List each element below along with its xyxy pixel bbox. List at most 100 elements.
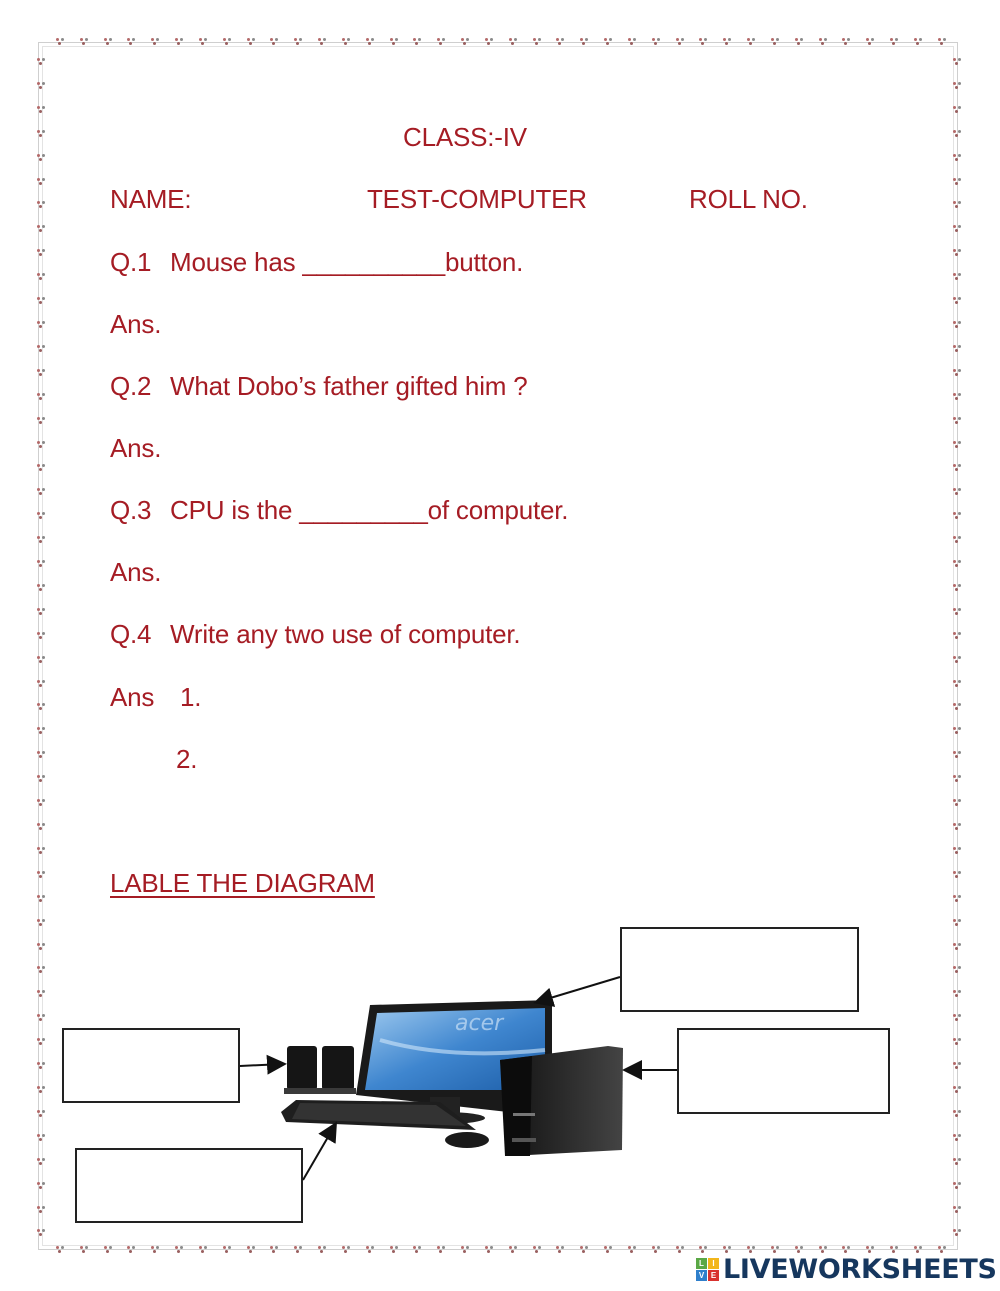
border-clover-icon (953, 1205, 961, 1214)
speakers-icon (284, 1046, 356, 1094)
border-clover-icon (604, 38, 612, 46)
border-clover-icon (37, 799, 45, 807)
border-clover-icon (246, 1246, 255, 1254)
border-clover-icon (842, 38, 850, 46)
border-clover-icon (953, 823, 961, 831)
border-clover-icon (953, 440, 961, 449)
border-clover-icon (37, 823, 45, 831)
border-clover-icon (953, 631, 961, 640)
label-box-monitor[interactable] (620, 927, 859, 1012)
border-clover-icon (37, 727, 45, 735)
border-clover-icon (866, 38, 874, 46)
label-box-keyboard[interactable] (75, 1148, 303, 1223)
liveworksheets-brand[interactable]: L I V E LIVEWORKSHEETS (696, 1254, 997, 1285)
border-clover-icon (953, 105, 961, 114)
border-clover-icon (341, 38, 350, 46)
border-clover-icon (508, 38, 517, 46)
border-clover-icon (365, 38, 374, 46)
border-clover-icon (699, 1246, 707, 1254)
border-clover-icon (198, 1246, 207, 1254)
arrow-to-speakers (239, 1054, 287, 1075)
border-clover-icon (37, 751, 45, 759)
border-clover-icon (413, 1246, 421, 1254)
border-clover-icon (56, 1246, 64, 1254)
border-clover-icon (37, 894, 45, 903)
border-clover-icon (953, 392, 961, 401)
border-clover-icon (913, 38, 922, 46)
border-clover-icon (37, 344, 45, 353)
border-clover-icon (723, 38, 731, 46)
question-1-text: Mouse has __________button. (170, 247, 524, 277)
page-border (38, 42, 958, 1250)
border-clover-icon (318, 1246, 326, 1254)
border-clover-icon (37, 105, 45, 114)
border-clover-icon (627, 1246, 636, 1254)
border-clover-icon (747, 1246, 755, 1254)
border-clover-icon (484, 1246, 493, 1254)
border-clover-icon (889, 1246, 898, 1254)
border-clover-icon (37, 368, 45, 377)
test-title: TEST-COMPUTER (367, 184, 587, 214)
border-clover-icon (953, 1038, 961, 1046)
border-clover-icon (953, 297, 961, 305)
border-clover-icon (222, 38, 231, 46)
border-clover-icon (56, 38, 64, 46)
border-clover-icon (37, 536, 45, 544)
border-clover-icon (37, 918, 45, 927)
border-clover-icon (37, 990, 45, 998)
border-clover-icon (151, 1246, 159, 1254)
arrow-to-monitor (533, 976, 621, 1007)
border-clover-icon (953, 536, 961, 544)
border-clover-icon (953, 368, 961, 377)
border-clover-icon (37, 942, 45, 951)
border-clover-icon (747, 38, 755, 46)
border-clover-icon (79, 38, 88, 46)
border-clover-icon (953, 225, 961, 233)
border-clover-icon (953, 201, 961, 209)
border-clover-icon (37, 583, 45, 592)
border-clover-icon (675, 1246, 684, 1254)
label-box-speakers[interactable] (62, 1028, 240, 1103)
border-clover-icon (461, 1246, 469, 1254)
border-clover-icon (953, 488, 961, 496)
border-clover-icon (37, 1181, 45, 1190)
border-clover-icon (37, 1157, 45, 1166)
border-clover-icon (484, 38, 493, 46)
border-clover-icon (437, 1246, 445, 1254)
border-clover-icon (953, 846, 961, 855)
question-4-number: Q.4 (110, 619, 152, 649)
border-clover-icon (842, 1246, 850, 1254)
border-clover-icon (953, 1157, 961, 1166)
border-clover-icon (294, 1246, 302, 1254)
border-clover-icon (953, 655, 961, 664)
border-clover-icon (953, 1014, 961, 1022)
border-clover-icon (37, 966, 45, 974)
brand-name: LIVEWORKSHEETS (723, 1254, 997, 1285)
question-2-number: Q.2 (110, 371, 152, 401)
border-clover-icon (294, 38, 302, 46)
border-clover-icon (532, 38, 541, 46)
border-clover-icon (953, 679, 961, 688)
border-clover-icon (246, 38, 255, 46)
border-clover-icon (175, 38, 183, 46)
class-line: CLASS:-IV (403, 122, 527, 152)
border-clover-icon (953, 416, 961, 425)
border-clover-icon (953, 1229, 961, 1237)
border-clover-icon (270, 38, 278, 46)
border-clover-icon (770, 1246, 779, 1254)
border-dots-bottom (56, 1246, 946, 1254)
question-4-text: Write any two use of computer. (170, 619, 521, 649)
border-clover-icon (103, 38, 112, 46)
border-clover-icon (151, 38, 159, 46)
border-clover-icon (953, 607, 961, 616)
label-box-cpu[interactable] (677, 1028, 890, 1114)
border-clover-icon (953, 464, 961, 472)
border-clover-icon (37, 1229, 45, 1237)
border-clover-icon (37, 273, 45, 281)
border-clover-icon (37, 392, 45, 401)
border-clover-icon (556, 1246, 564, 1254)
border-clover-icon (79, 1246, 88, 1254)
border-clover-icon (953, 1085, 961, 1094)
question-4-answer-item-1: 1. (180, 682, 202, 712)
border-clover-icon (37, 1085, 45, 1094)
